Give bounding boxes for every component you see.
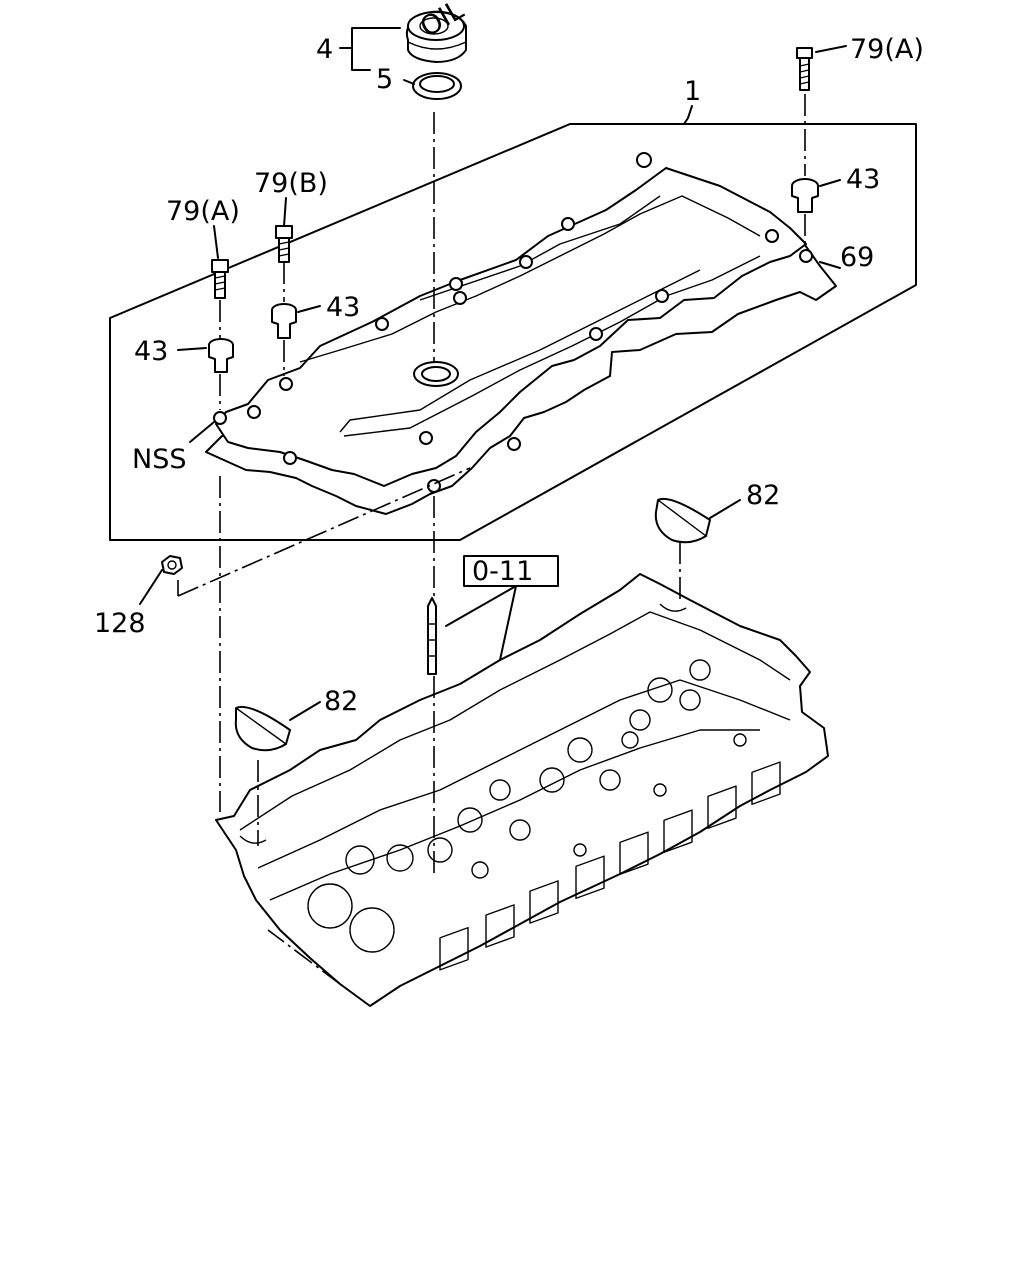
- leader-lines: [139, 27, 847, 721]
- bolt-79a-left: [211, 259, 229, 299]
- exhaust-ports: [439, 761, 781, 971]
- oil-filler-cap: OIL: [405, 0, 469, 63]
- nut-128: [161, 555, 183, 575]
- label-43-left: 43: [134, 336, 168, 367]
- label-nss: NSS: [132, 444, 186, 475]
- label-43-mid: 43: [326, 292, 360, 323]
- spacer-43-top: [791, 178, 819, 213]
- label-0-11: 0-11: [472, 556, 533, 587]
- bolt-79b: [275, 225, 293, 263]
- label-128: 128: [94, 608, 146, 639]
- spacer-43-left: [208, 338, 234, 373]
- label-82-right: 82: [746, 480, 780, 511]
- part-labels: 4 5 1 79(A) 43 69 79(B) 79(A) 43 43 NSS …: [94, 34, 924, 717]
- label-5: 5: [376, 64, 393, 95]
- ref-box-0-11: [463, 555, 559, 587]
- label-4: 4: [316, 34, 333, 65]
- center-lines: [177, 94, 806, 985]
- stud: [427, 597, 437, 675]
- valve-holes: [307, 659, 747, 953]
- label-79b: 79(B): [254, 168, 328, 199]
- bolt-79a-top: [796, 47, 813, 91]
- cylinder-head: [215, 573, 829, 1007]
- label-43-top: 43: [846, 164, 880, 195]
- label-69: 69: [840, 242, 874, 273]
- label-79a-top: 79(A): [850, 34, 924, 65]
- assembly-frame: [109, 123, 917, 541]
- spacer-43-mid: [271, 303, 297, 339]
- cover-bolt-holes: [213, 152, 813, 493]
- half-moon-seal-82-right: [654, 498, 711, 544]
- half-moon-seal-82-left: [234, 706, 291, 752]
- label-82-left: 82: [324, 686, 358, 717]
- oil-cap-seal-ring: [412, 72, 462, 100]
- label-79a-left: 79(A): [166, 196, 240, 227]
- cylinder-head-cover: [205, 152, 837, 515]
- label-1: 1: [684, 76, 701, 107]
